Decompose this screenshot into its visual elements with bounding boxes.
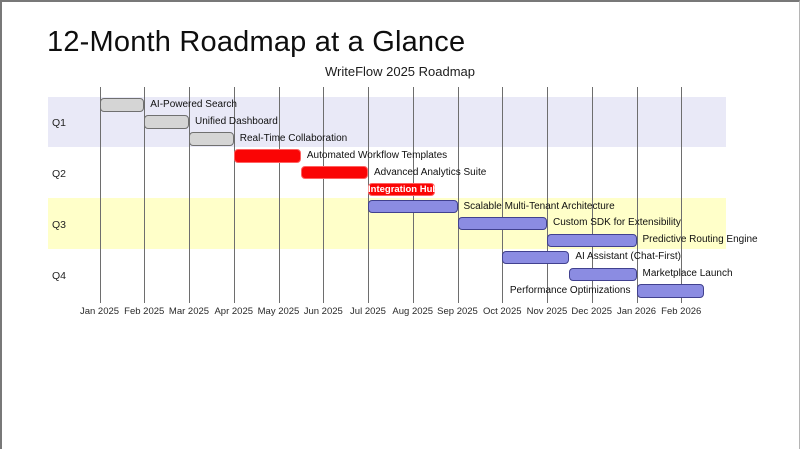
gantt-bar: [457, 216, 547, 231]
month-gridline: [636, 87, 638, 303]
month-gridline: [591, 87, 593, 303]
task-label: Advanced Analytics Suite: [374, 166, 487, 178]
month-tick-label: Jul 2025: [350, 306, 386, 317]
month-tick-label: May 2025: [257, 306, 300, 317]
task-label: AI Assistant (Chat-First): [575, 251, 681, 263]
gantt-bar: [368, 182, 436, 197]
month-gridline: [323, 87, 325, 303]
month-tick-label: Apr 2025: [214, 306, 254, 317]
month-tick-label: Feb 2026: [661, 306, 702, 317]
task-label: AI-Powered Search: [150, 98, 237, 110]
gantt-bar: [368, 199, 458, 214]
task-label: Real-Time Collaboration: [239, 132, 348, 144]
month-gridline: [144, 87, 146, 303]
gantt-bar: [636, 284, 704, 298]
task-label: Scalable Multi-Tenant Architecture: [463, 200, 615, 212]
gantt-bar: [99, 98, 145, 112]
task-label: Marketplace Launch: [642, 268, 733, 280]
month-tick-label: Jan 2026: [616, 306, 657, 317]
task-label: Automated Workflow Templates: [306, 149, 448, 161]
quarter-label: Q1: [52, 117, 67, 130]
gantt-bar: [144, 115, 189, 129]
page-title: 12-Month Roadmap at a Glance: [47, 26, 466, 58]
gantt-bar: [547, 233, 637, 248]
month-gridline: [457, 87, 459, 303]
gantt-bar: [233, 149, 301, 163]
month-tick-label: Nov 2025: [526, 306, 568, 317]
task-label: Predictive Routing Engine: [642, 234, 758, 246]
gantt-bar: [189, 132, 234, 146]
month-tick-label: Jan 2025: [79, 306, 120, 317]
gantt-bar: [569, 267, 637, 282]
month-tick-label: Sep 2025: [437, 306, 478, 317]
month-gridline: [233, 87, 235, 303]
month-gridline: [681, 87, 683, 303]
gantt-bar: [300, 165, 368, 180]
gantt-bar: [502, 250, 570, 265]
task-label: Performance Optimizations: [509, 285, 631, 297]
month-gridline: [99, 87, 101, 303]
task-label: Custom SDK for Extensibility: [553, 217, 681, 229]
month-gridline: [547, 87, 548, 303]
task-label: Unified Dashboard: [195, 115, 278, 127]
quarter-label: Q3: [52, 219, 67, 231]
month-tick-label: Dec 2025: [571, 306, 613, 317]
month-gridline: [189, 87, 190, 303]
quarter-label: Q2: [52, 168, 67, 181]
month-tick-label: Oct 2025: [482, 306, 522, 317]
month-tick-label: Aug 2025: [392, 306, 434, 317]
task-label: Integration Hub: [368, 184, 439, 196]
month-gridline: [278, 87, 280, 303]
month-tick-label: Feb 2025: [124, 306, 165, 317]
quarter-label: Q4: [52, 269, 67, 282]
chart-title: WriteFlow 2025 Roadmap: [324, 64, 476, 79]
month-tick-label: Jun 2025: [303, 306, 343, 317]
month-tick-label: Mar 2025: [168, 306, 210, 317]
month-gridline: [502, 87, 504, 303]
